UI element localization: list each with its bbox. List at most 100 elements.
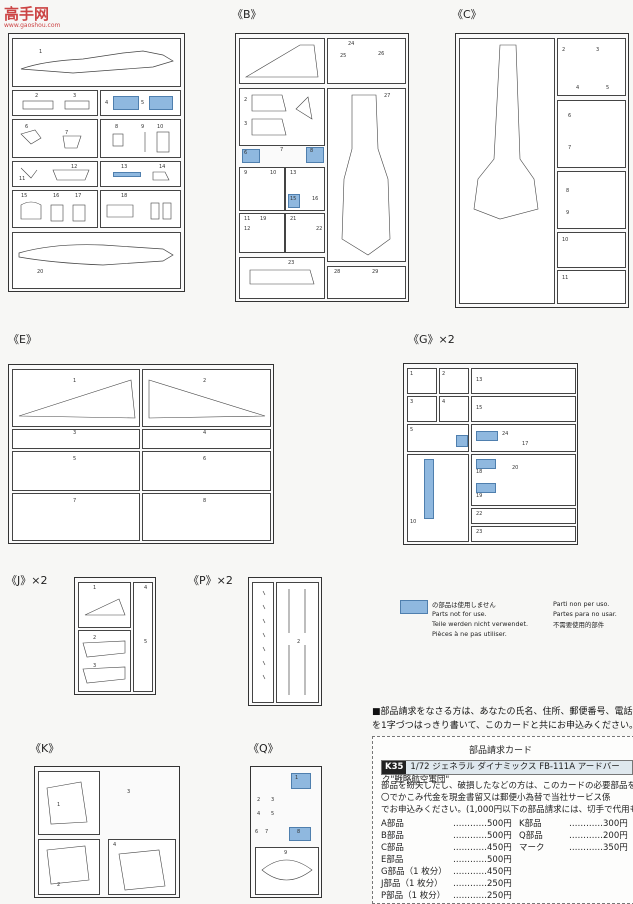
part-number: 9 [284,850,288,856]
price-item-value: …………500円 [453,819,512,829]
part-number: 5 [606,85,610,91]
price-item-value: …………450円 [453,843,512,853]
part-number: 2 [442,371,446,377]
runner-e-part-5: 5 [12,451,140,491]
product-name: 1/72 ジェネラル ダイナミックス FB-111A アードバーク"戦略航空軍団… [382,762,620,785]
part-number: 9 [141,124,145,130]
runner-g-tank-13: 13 [471,368,576,394]
part-number: 19 [260,216,267,222]
part-number: 1 [39,49,43,55]
part-number: 5 [141,100,145,106]
part-number: 13 [476,377,483,383]
part-number: 27 [384,93,391,99]
runner-a-blue-parts: 4 5 [100,90,181,116]
part-number: 4 [203,430,207,436]
part-number: 20 [37,269,44,275]
runner-e-wing-7: 7 [12,493,140,541]
price-item-value: …………500円 [453,831,512,841]
price-item-value: …………200円 [569,831,628,841]
runner-c-parts-2-5: 2 3 4 5 [557,38,626,96]
runner-a: 1 2 3 4 5 6 7 8 9 10 12 11 13 14 15 16 1… [8,33,185,292]
part-number: 6 [25,124,29,130]
part-number: 11 [562,275,569,281]
logo-url: www.gaoshou.com [4,22,61,29]
runner-b: 24 25 26 2 3 6 7 8 9 10 13 15 16 11 19 1… [235,33,409,302]
unused-part-16 [476,431,498,441]
part-number: 1 [57,802,61,808]
runner-c-part-10: 10 [557,232,626,268]
legend-fr: Pièces à ne pas utiliser. [432,630,507,638]
part-shape [288,589,306,695]
runner-g-blue-rod: 10 [407,454,469,542]
part-number: 17 [522,441,529,447]
part-number: 1 [410,371,414,377]
runner-e-strip-4: 4 [142,429,271,449]
part-number: 7 [73,498,77,504]
canopy-shape [261,859,313,881]
runner-a-fuselage-top: 1 [12,38,181,87]
legend-en: Parts not for use. [432,610,487,618]
part-shape [82,640,126,684]
legend-it: Parti non per uso. [553,600,610,608]
part-number: 4 [113,842,117,848]
price-item-value: …………500円 [453,855,512,865]
part-number: 4 [105,100,109,106]
runner-b-top-right: 24 25 26 [327,38,406,84]
price-item-name: G部品（1 枚分） [381,867,447,877]
part-shape [249,269,315,285]
unused-part-19 [476,483,496,493]
part-number: 8 [310,148,314,154]
part-number: 7 [65,130,69,136]
part-number: 4 [442,399,446,405]
fuselage-outline [20,50,174,74]
runner-c-part-11: 11 [557,270,626,304]
part-number: 24 [502,431,509,437]
part-number: 13 [121,164,128,170]
runner-b-top-left [239,38,325,84]
runner-g-disc-1: 1 [407,368,437,394]
part-number: 9 [244,170,248,176]
part-number: 4 [576,85,580,91]
part-number: 2 [35,93,39,99]
fuselage-half [473,44,539,220]
part-number: 16 [312,196,319,202]
section-label-j: 《J》×2 [6,574,48,587]
section-label-e: 《E》 [8,333,37,346]
card-title: 部品請求カード [469,746,533,756]
runner-a-row4b: 13 14 [100,161,181,187]
part-number: 23 [288,260,295,266]
price-item-value: …………250円 [453,879,512,889]
runner-b-mid-right: 13 15 16 [285,167,325,211]
runner-e: 1 2 3 4 5 6 7 8 [8,364,274,544]
unused-part-13 [113,172,141,177]
price-item-value: …………250円 [453,891,512,901]
part-number: 6 [568,113,572,119]
part-number: 15 [290,196,297,202]
price-item-name: E部品 [381,855,404,865]
runner-p: 2 [248,577,322,706]
part-number: 12 [71,164,78,170]
tail-fin [244,44,319,78]
runner-b-lower-left: 11 19 12 [239,213,285,253]
part-number: 18 [121,193,128,199]
legend-swatch [400,600,428,614]
part-number: 7 [568,145,572,151]
part-number: 3 [410,399,414,405]
runner-b-lower-right: 21 22 [285,213,325,253]
part-number: 26 [378,51,385,57]
price-item-name: B部品 [381,831,404,841]
unused-part-rod [424,459,434,519]
part-number: 3 [93,663,97,669]
runner-j-parts-2-3: 2 3 [78,630,131,692]
part-number: 11 [244,216,251,222]
part-number: 3 [596,47,600,53]
part-number: 10 [270,170,277,176]
runner-b-bottom-left: 23 [239,257,325,299]
part-number: 4 [257,811,261,817]
price-item-value: …………450円 [453,867,512,877]
runner-e-wing-2: 2 [142,369,271,427]
part-number: 17 [75,193,82,199]
part-number: 5 [410,427,414,433]
part-number: 4 [144,585,148,591]
runner-g: 1 2 13 3 4 15 5 24 17 10 18 19 20 22 23 [403,363,578,545]
